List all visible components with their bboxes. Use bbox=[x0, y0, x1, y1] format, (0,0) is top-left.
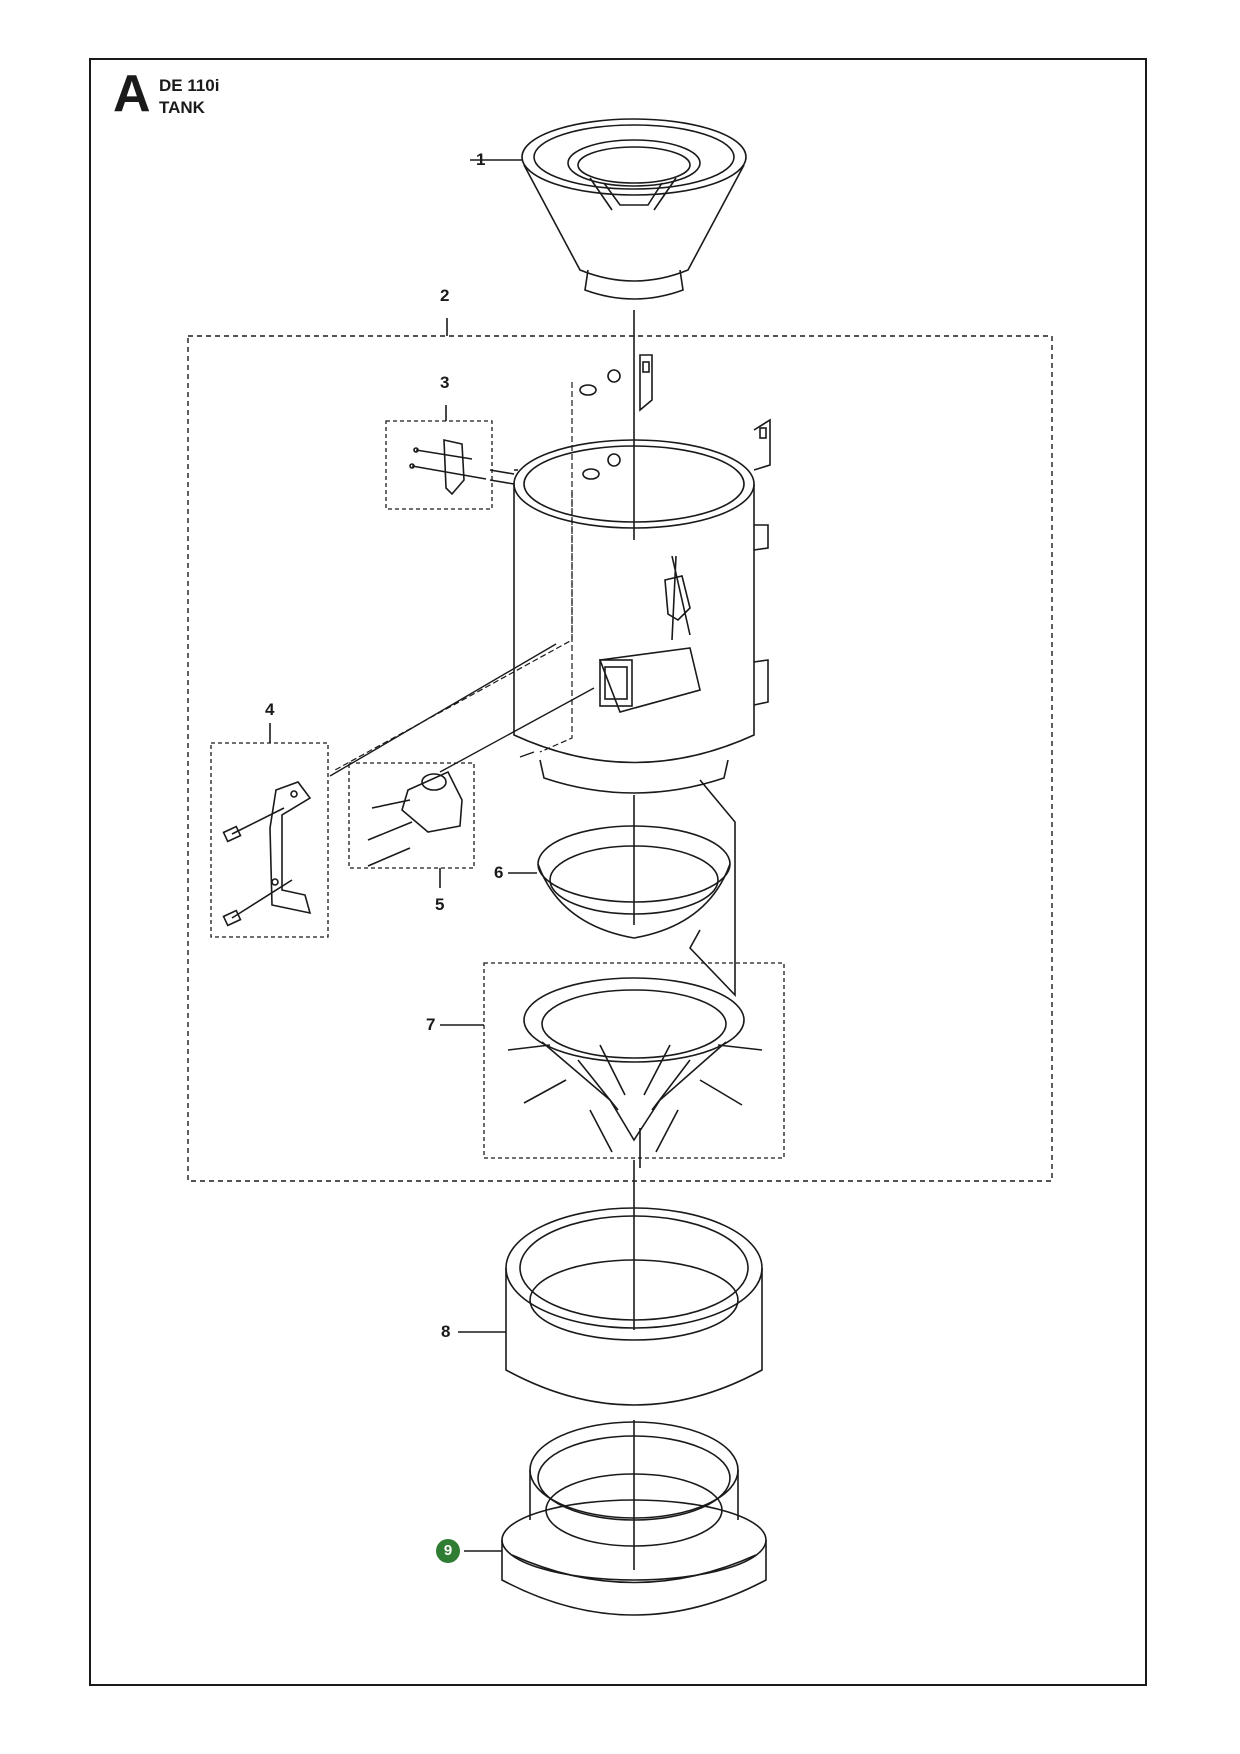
group-box-3 bbox=[385, 420, 493, 510]
group-box-2 bbox=[187, 335, 1053, 1182]
callout-5: 5 bbox=[435, 895, 445, 914]
section-letter: A bbox=[113, 65, 151, 123]
callout-3: 3 bbox=[440, 373, 450, 392]
part-8-ring bbox=[505, 1207, 763, 1406]
part-2-tank bbox=[489, 354, 771, 794]
part-5-switch bbox=[367, 770, 463, 867]
assembly-title: TANK bbox=[159, 98, 205, 117]
part-7-impeller bbox=[507, 977, 763, 1168]
washer-nut-set bbox=[579, 369, 621, 480]
callout-6: 6 bbox=[494, 863, 504, 882]
model-title: DE 110i bbox=[159, 76, 220, 95]
part-4-handle bbox=[222, 781, 312, 927]
group-box-5 bbox=[348, 762, 475, 869]
diagram-frame bbox=[89, 58, 1147, 1686]
callout-8: 8 bbox=[441, 1322, 451, 1341]
callout-7: 7 bbox=[426, 1015, 436, 1034]
part-3-clip bbox=[409, 438, 487, 496]
callout-9-highlighted: 9 bbox=[436, 1539, 460, 1563]
part-9-base bbox=[501, 1421, 767, 1616]
part-1-funnel bbox=[521, 118, 747, 300]
group-box-7 bbox=[483, 962, 785, 1159]
callout-4: 4 bbox=[265, 700, 275, 719]
part-6-ring bbox=[537, 825, 731, 939]
callout-2: 2 bbox=[440, 286, 450, 305]
callout-1: 1 bbox=[476, 150, 486, 169]
group-box-4 bbox=[210, 742, 329, 938]
